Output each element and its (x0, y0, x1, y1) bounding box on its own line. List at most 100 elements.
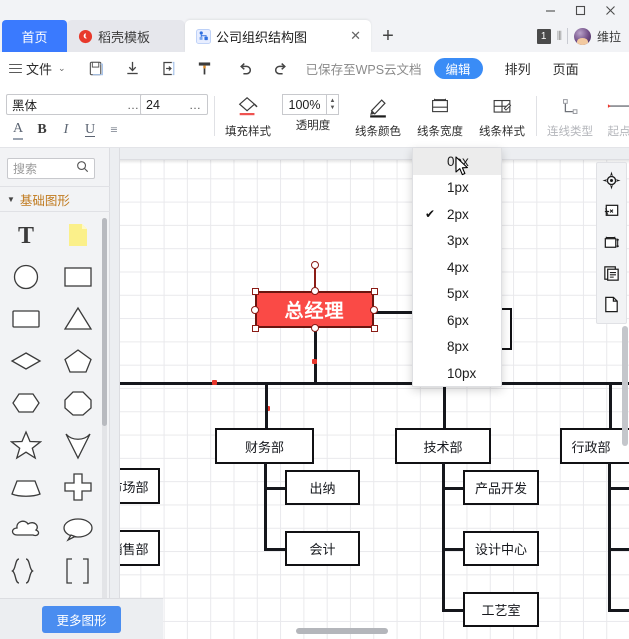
shape-rounded-rect[interactable] (0, 298, 52, 340)
shape-diamond[interactable] (0, 340, 52, 382)
file-menu-button[interactable]: 文件 ⌄ (0, 52, 70, 86)
edit-mode-button[interactable]: 编辑 (433, 58, 483, 79)
italic-button[interactable]: I (63, 122, 69, 137)
font-name-input[interactable]: 黑体 … (6, 94, 146, 115)
start-point-button[interactable]: 起点 (596, 92, 629, 139)
shape-cone[interactable] (52, 424, 104, 466)
line-style-button[interactable]: 线条样式 (474, 92, 530, 139)
page-icon[interactable] (601, 293, 623, 315)
tab-home[interactable]: 首页 (2, 20, 67, 52)
window-list-icon[interactable]: ⦀ (556, 28, 562, 43)
font-name-more-icon[interactable]: … (127, 97, 140, 112)
node-tech-dept[interactable]: 技术部 (395, 428, 491, 464)
align-button[interactable]: ≡ (110, 122, 118, 137)
search-input[interactable]: 搜索 (7, 158, 95, 179)
node-sales-dept[interactable]: 销售部 (120, 530, 160, 566)
line-width-button[interactable]: 线条宽度 (412, 92, 468, 139)
export-icon[interactable] (154, 54, 184, 84)
shape-bracket-left[interactable] (52, 550, 104, 592)
line-width-option-1px[interactable]: 1px (413, 175, 501, 202)
tab-org-chart[interactable]: 公司组织结构图 ✕ (185, 20, 371, 52)
node-product-dev[interactable]: 产品开发 (463, 470, 539, 505)
more-shapes-button[interactable]: 更多图形 (42, 605, 121, 633)
resize-handle-s[interactable] (311, 324, 319, 332)
download-icon[interactable] (118, 54, 148, 84)
page-menu[interactable]: 页面 (552, 62, 579, 77)
line-width-option-2px[interactable]: ✔ 2px (413, 201, 501, 228)
opacity-value[interactable]: 100% (282, 94, 326, 115)
connector-type-button[interactable]: 连线类型 (542, 92, 598, 139)
shape-hexagon[interactable] (0, 382, 52, 424)
line-width-dropdown[interactable]: 0px 1px ✔ 2px 3px 4px 5px 6px 8px (412, 148, 502, 387)
canvas-vertical-scrollbar[interactable] (622, 326, 628, 446)
tab-docer-template[interactable]: 稻壳模板 (67, 20, 185, 52)
resize-handle-e[interactable] (370, 306, 378, 314)
line-width-option-5px[interactable]: 5px (413, 281, 501, 308)
redo-icon[interactable] (266, 54, 296, 84)
line-width-option-6px[interactable]: 6px (413, 307, 501, 334)
resize-handle-ne[interactable] (371, 288, 378, 295)
shape-trapezoid[interactable] (0, 466, 52, 508)
stepper-down-icon[interactable]: ▼ (329, 104, 336, 111)
shape-circle[interactable] (0, 256, 52, 298)
selected-shape-general-manager[interactable]: 总经理 (255, 291, 374, 328)
line-color-button[interactable]: 线条颜色 (350, 92, 406, 139)
undo-icon[interactable] (230, 54, 260, 84)
stepper-up-icon[interactable]: ▲ (329, 97, 336, 104)
node-process-room[interactable]: 工艺室 (463, 592, 539, 627)
underline-button[interactable]: U (84, 122, 96, 137)
resize-handle-sw[interactable] (252, 325, 259, 332)
resize-handle-w[interactable] (251, 306, 259, 314)
diagram-canvas[interactable]: 市场部 销售部 财务部 出纳 会计 技术部 产品开发 设计中心 (120, 160, 629, 639)
shape-text[interactable]: T (0, 214, 52, 256)
new-doc-icon[interactable] (82, 54, 112, 84)
layers-icon[interactable] (601, 262, 623, 284)
formula-icon[interactable] (601, 200, 623, 222)
opacity-input-group[interactable]: 100% ▲ ▼ (282, 94, 339, 115)
shape-cross[interactable] (52, 466, 104, 508)
bold-button[interactable]: B (37, 122, 47, 137)
resize-handle-se[interactable] (371, 325, 378, 332)
shape-star[interactable] (0, 424, 52, 466)
arrange-menu[interactable]: 排列 (504, 62, 531, 77)
shape-triangle[interactable] (52, 298, 104, 340)
layout-icon[interactable] (601, 231, 623, 253)
font-color-button[interactable]: A (6, 118, 30, 142)
shape-pentagon[interactable] (52, 340, 104, 382)
search-icon[interactable] (76, 160, 89, 178)
format-painter-icon[interactable] (190, 54, 220, 84)
shape-cloud[interactable] (0, 508, 52, 550)
shape-panel-scrollbar[interactable] (102, 218, 107, 639)
shape-octagon[interactable] (52, 382, 104, 424)
line-width-option-8px[interactable]: 8px (413, 334, 501, 361)
shape-sticky-note[interactable] (52, 214, 104, 256)
node-design-center[interactable]: 设计中心 (463, 531, 539, 566)
opacity-stepper[interactable]: ▲ ▼ (326, 94, 339, 115)
node-admin-dept[interactable]: 行政部 (560, 428, 629, 464)
node-market-dept[interactable]: 市场部 (120, 468, 160, 504)
window-count-badge[interactable]: 1 (536, 28, 551, 44)
node-cashier[interactable]: 出纳 (285, 470, 360, 505)
resize-handle-n[interactable] (311, 287, 319, 295)
rotation-handle[interactable] (311, 261, 319, 269)
minimize-icon[interactable] (535, 0, 565, 20)
resize-handle-nw[interactable] (252, 288, 259, 295)
font-size-more-icon[interactable]: … (189, 97, 202, 112)
scrollbar-thumb[interactable] (102, 218, 107, 426)
font-size-input[interactable]: 24 … (140, 94, 208, 115)
line-width-option-3px[interactable]: 3px (413, 228, 501, 255)
shape-rectangle[interactable] (52, 256, 104, 298)
tab-close-icon[interactable]: ✕ (350, 28, 361, 43)
shape-curly-brace-left[interactable] (0, 550, 52, 592)
close-icon[interactable] (595, 0, 625, 20)
maximize-icon[interactable] (565, 0, 595, 20)
node-accounting[interactable]: 会计 (285, 531, 360, 566)
category-basic-shapes[interactable]: ▼ 基础图形 (0, 186, 110, 212)
line-width-option-10px[interactable]: 10px (413, 360, 501, 387)
shape-speech-bubble[interactable] (52, 508, 104, 550)
node-finance-dept[interactable]: 财务部 (215, 428, 314, 464)
line-width-option-4px[interactable]: 4px (413, 254, 501, 281)
navigator-icon[interactable] (601, 169, 623, 191)
canvas-horizontal-scrollbar[interactable] (296, 628, 388, 634)
fill-style-button[interactable]: 填充样式 (220, 92, 276, 139)
